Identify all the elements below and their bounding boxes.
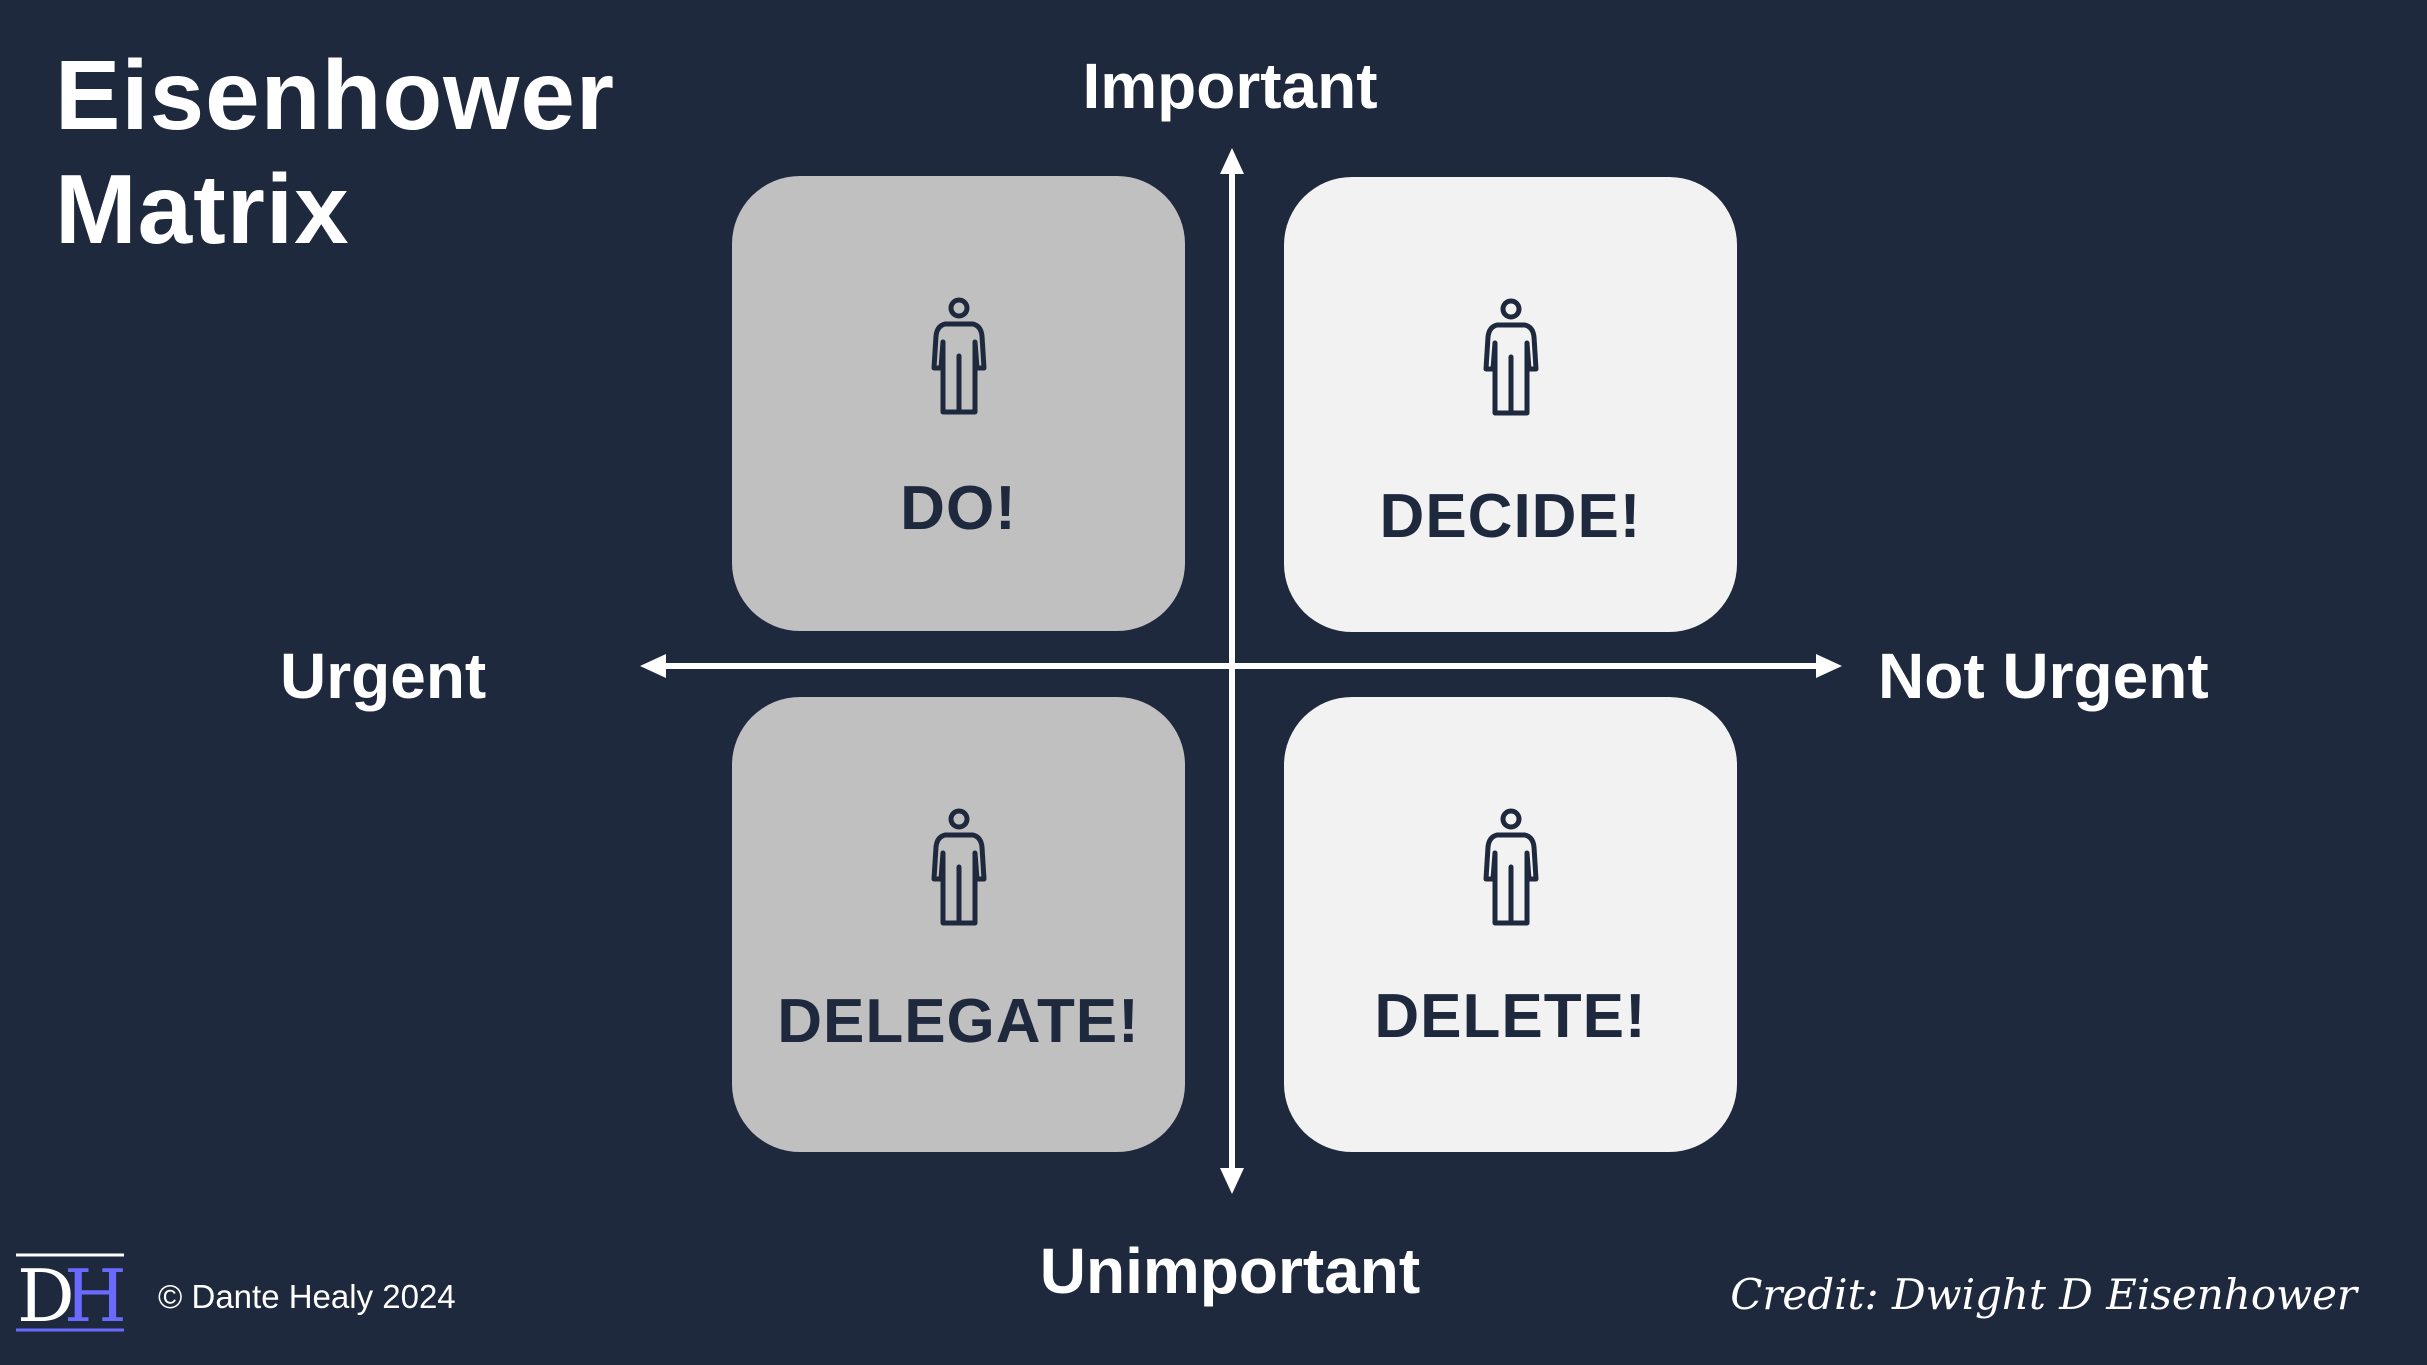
person-icon <box>931 297 986 415</box>
credit-text: Credit: Dwight D Eisenhower <box>1730 1270 2357 1319</box>
axis-label-important: Important <box>1082 50 1378 122</box>
arrow-down <box>1220 1168 1244 1194</box>
quadrant-label-do: DO! <box>900 474 1017 543</box>
arrow-up <box>1220 148 1244 174</box>
title-line-1: Eisenhower <box>55 40 616 150</box>
quadrant-label-delegate: DELEGATE! <box>777 987 1140 1056</box>
person-icon <box>1483 298 1538 416</box>
quadrant-label-decide: DECIDE! <box>1379 482 1642 551</box>
arrow-right <box>1816 654 1842 678</box>
copyright-text: © Dante Healy 2024 <box>158 1278 456 1315</box>
page-title: Eisenhower Matrix <box>55 38 615 266</box>
quadrant-label-delete: DELETE! <box>1374 982 1647 1051</box>
dh-logo: D H <box>16 1253 126 1334</box>
arrow-left <box>640 654 666 678</box>
person-icon <box>1483 808 1538 926</box>
axis-label-not-urgent: Not Urgent <box>1878 640 2209 712</box>
axis-label-urgent: Urgent <box>280 640 487 712</box>
title-line-2: Matrix <box>55 154 350 264</box>
axis-label-unimportant: Unimportant <box>1039 1235 1421 1307</box>
svg-text:H: H <box>64 1254 126 1334</box>
quadrant-do: DO! <box>732 176 1185 631</box>
person-icon <box>931 808 986 926</box>
quadrant-delete: DELETE! <box>1284 697 1737 1152</box>
svg-text:D: D <box>17 1254 75 1334</box>
quadrant-delegate: DELEGATE! <box>732 697 1185 1152</box>
quadrant-decide: DECIDE! <box>1284 177 1737 632</box>
